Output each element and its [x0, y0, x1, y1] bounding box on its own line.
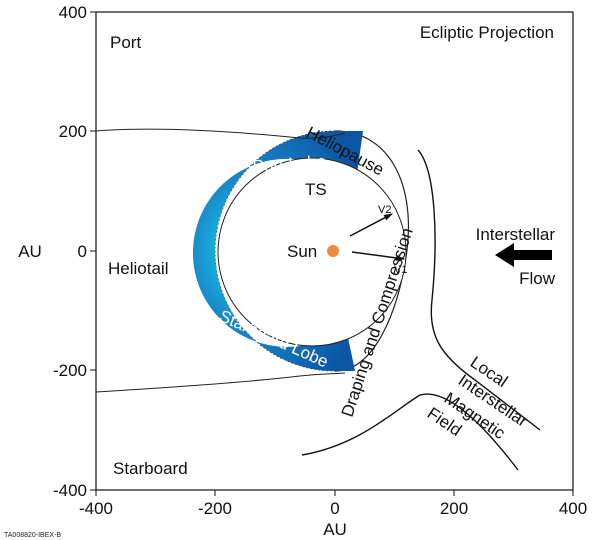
interstellar-flow-arrow [495, 243, 552, 267]
port-label: Port [110, 33, 141, 52]
sun-marker [327, 245, 339, 257]
y-tick-label: 0 [78, 242, 87, 261]
x-tick-label: 0 [330, 499, 339, 518]
termination-shock [217, 157, 407, 347]
x-tick-label: -400 [79, 499, 113, 518]
ecliptic-projection-label: Ecliptic Projection [420, 23, 554, 42]
y-tick-label: 400 [59, 3, 87, 22]
y-tick-label: 200 [59, 122, 87, 141]
termination-shock-label: TS [305, 180, 327, 199]
starboard-label: Starboard [113, 459, 188, 478]
v1-arrow [351, 251, 405, 261]
heliotail-upper-boundary [95, 128, 346, 139]
figure-id-footer: TA008820-IBEX-B [4, 532, 61, 539]
heliotail-lower-boundary [95, 372, 346, 393]
heliopause-nose [334, 130, 410, 372]
v2-label: V2 [378, 204, 391, 216]
heliosheath-lobes [192, 131, 363, 371]
magnetic-field-line [301, 393, 519, 471]
x-tick-label: 400 [559, 499, 587, 518]
flow-label: Flow [519, 269, 556, 288]
y-tick-label: -400 [53, 481, 87, 500]
x-tick-label: -200 [198, 499, 232, 518]
v1-label: V1 [394, 264, 407, 276]
x-axis-title: AU [323, 520, 347, 539]
interstellar-label: Interstellar [476, 225, 556, 244]
draping-line [417, 149, 541, 431]
tick-marks [90, 11, 574, 496]
y-tick-label: -200 [53, 361, 87, 380]
x-tick-label: 200 [440, 499, 468, 518]
v2-arrow [349, 213, 393, 237]
y-axis-title: AU [18, 242, 42, 261]
sun-label: Sun [287, 242, 317, 261]
heliotail-label: Heliotail [108, 259, 168, 278]
